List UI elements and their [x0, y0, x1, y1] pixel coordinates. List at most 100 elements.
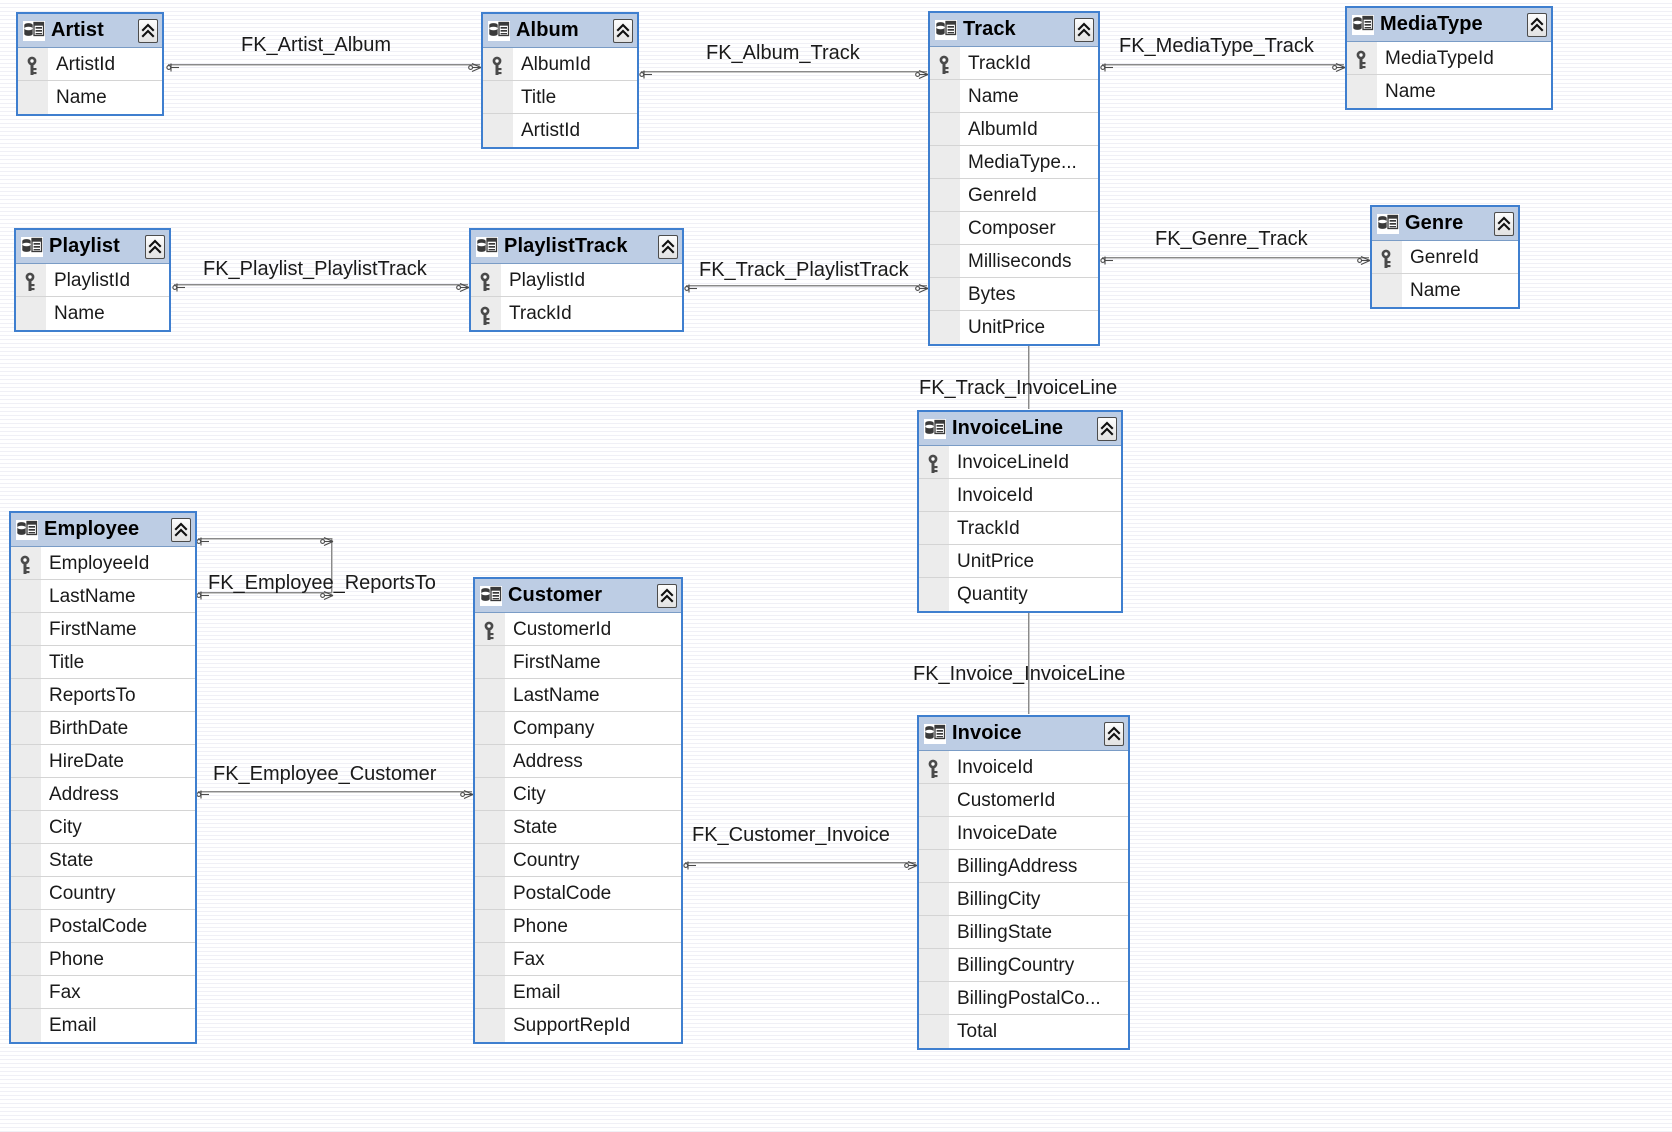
- entity-column-row[interactable]: PlaylistId: [16, 264, 169, 297]
- relationship-label-fk-artist-album[interactable]: FK_Artist_Album: [241, 34, 392, 56]
- relationship-label-fk-employee-reportsto[interactable]: FK_Employee_ReportsTo: [208, 572, 436, 594]
- entity-table-header[interactable]: Genre: [1372, 207, 1518, 241]
- relationship-line[interactable]: [1028, 610, 1030, 714]
- relationship-line[interactable]: [1102, 257, 1369, 259]
- entity-column-row[interactable]: Fax: [475, 943, 681, 976]
- entity-column-row[interactable]: Address: [11, 778, 195, 811]
- double-chevron-up-icon[interactable]: [657, 583, 677, 608]
- entity-column-row[interactable]: GenreId: [1372, 241, 1518, 274]
- relationship-label-fk-track-invoiceline[interactable]: FK_Track_InvoiceLine: [919, 377, 1118, 399]
- entity-column-row[interactable]: Name: [1372, 274, 1518, 307]
- relationship-line[interactable]: [198, 592, 332, 594]
- entity-column-row[interactable]: Bytes: [930, 278, 1098, 311]
- entity-column-row[interactable]: Name: [1347, 75, 1551, 108]
- entity-column-row[interactable]: BillingCountry: [919, 949, 1128, 982]
- relationship-label-fk-invoice-invoiceline[interactable]: FK_Invoice_InvoiceLine: [913, 663, 1126, 685]
- double-chevron-up-icon[interactable]: [613, 18, 633, 43]
- entity-column-row[interactable]: Address: [475, 745, 681, 778]
- entity-table-header[interactable]: MediaType: [1347, 8, 1551, 42]
- entity-column-row[interactable]: ArtistId: [18, 48, 162, 81]
- relationship-label-fk-track-playlisttrack[interactable]: FK_Track_PlaylistTrack: [699, 259, 909, 281]
- entity-column-row[interactable]: AlbumId: [930, 113, 1098, 146]
- double-chevron-up-icon[interactable]: [658, 234, 678, 259]
- relationship-line[interactable]: [1102, 64, 1344, 66]
- entity-table-header[interactable]: Customer: [475, 579, 681, 613]
- entity-column-row[interactable]: InvoiceDate: [919, 817, 1128, 850]
- entity-column-row[interactable]: Phone: [11, 943, 195, 976]
- double-chevron-up-icon[interactable]: [1527, 12, 1547, 37]
- relationship-line[interactable]: [174, 284, 468, 286]
- double-chevron-up-icon[interactable]: [1494, 211, 1514, 236]
- entity-column-row[interactable]: FirstName: [11, 613, 195, 646]
- entity-column-row[interactable]: Company: [475, 712, 681, 745]
- entity-column-row[interactable]: Total: [919, 1015, 1128, 1048]
- entity-column-row[interactable]: Title: [483, 81, 637, 114]
- relationship-line[interactable]: [168, 64, 480, 66]
- entity-column-row[interactable]: UnitPrice: [919, 545, 1121, 578]
- entity-column-row[interactable]: Name: [16, 297, 169, 330]
- double-chevron-up-icon[interactable]: [1074, 17, 1094, 42]
- relationship-label-fk-genre-track[interactable]: FK_Genre_Track: [1155, 228, 1308, 250]
- entity-column-row[interactable]: Name: [930, 80, 1098, 113]
- relationship-label-fk-employee-customer[interactable]: FK_Employee_Customer: [213, 763, 437, 785]
- relationship-label-fk-customer-invoice[interactable]: FK_Customer_Invoice: [692, 824, 890, 846]
- relationship-line[interactable]: [198, 791, 472, 793]
- entity-table-header[interactable]: Album: [483, 14, 637, 48]
- entity-table-header[interactable]: Invoice: [919, 717, 1128, 751]
- entity-column-row[interactable]: PostalCode: [11, 910, 195, 943]
- entity-column-row[interactable]: TrackId: [471, 297, 682, 330]
- relationship-line[interactable]: [331, 538, 333, 593]
- entity-column-row[interactable]: BillingPostalCo...: [919, 982, 1128, 1015]
- entity-column-row[interactable]: PlaylistId: [471, 264, 682, 297]
- entity-table-header[interactable]: Employee: [11, 513, 195, 547]
- entity-column-row[interactable]: CustomerId: [475, 613, 681, 646]
- entity-column-row[interactable]: FirstName: [475, 646, 681, 679]
- entity-column-row[interactable]: TrackId: [919, 512, 1121, 545]
- entity-column-row[interactable]: TrackId: [930, 47, 1098, 80]
- entity-column-row[interactable]: Country: [11, 877, 195, 910]
- entity-column-row[interactable]: State: [11, 844, 195, 877]
- entity-column-row[interactable]: State: [475, 811, 681, 844]
- entity-column-row[interactable]: Quantity: [919, 578, 1121, 611]
- entity-table-header[interactable]: Track: [930, 13, 1098, 47]
- entity-column-row[interactable]: Composer: [930, 212, 1098, 245]
- entity-column-row[interactable]: Title: [11, 646, 195, 679]
- entity-column-row[interactable]: InvoiceId: [919, 751, 1128, 784]
- entity-column-row[interactable]: UnitPrice: [930, 311, 1098, 344]
- relationship-line[interactable]: [198, 538, 332, 540]
- entity-column-row[interactable]: GenreId: [930, 179, 1098, 212]
- relationship-line[interactable]: [685, 862, 916, 864]
- double-chevron-up-icon[interactable]: [138, 18, 158, 43]
- entity-column-row[interactable]: ReportsTo: [11, 679, 195, 712]
- entity-column-row[interactable]: MediaType...: [930, 146, 1098, 179]
- double-chevron-up-icon[interactable]: [1104, 721, 1124, 746]
- entity-column-row[interactable]: BirthDate: [11, 712, 195, 745]
- entity-column-row[interactable]: LastName: [475, 679, 681, 712]
- entity-column-row[interactable]: SupportRepId: [475, 1009, 681, 1042]
- entity-column-row[interactable]: City: [475, 778, 681, 811]
- entity-column-row[interactable]: PostalCode: [475, 877, 681, 910]
- entity-column-row[interactable]: AlbumId: [483, 48, 637, 81]
- entity-table-header[interactable]: Artist: [18, 14, 162, 48]
- entity-table-header[interactable]: PlaylistTrack: [471, 230, 682, 264]
- relationship-label-fk-album-track[interactable]: FK_Album_Track: [706, 42, 860, 64]
- entity-column-row[interactable]: EmployeeId: [11, 547, 195, 580]
- entity-column-row[interactable]: Country: [475, 844, 681, 877]
- entity-table-header[interactable]: Playlist: [16, 230, 169, 264]
- relationship-label-fk-playlist-playlisttrack[interactable]: FK_Playlist_PlaylistTrack: [203, 258, 427, 280]
- entity-column-row[interactable]: CustomerId: [919, 784, 1128, 817]
- relationship-line[interactable]: [641, 71, 927, 73]
- double-chevron-up-icon[interactable]: [171, 517, 191, 542]
- entity-column-row[interactable]: Fax: [11, 976, 195, 1009]
- entity-column-row[interactable]: LastName: [11, 580, 195, 613]
